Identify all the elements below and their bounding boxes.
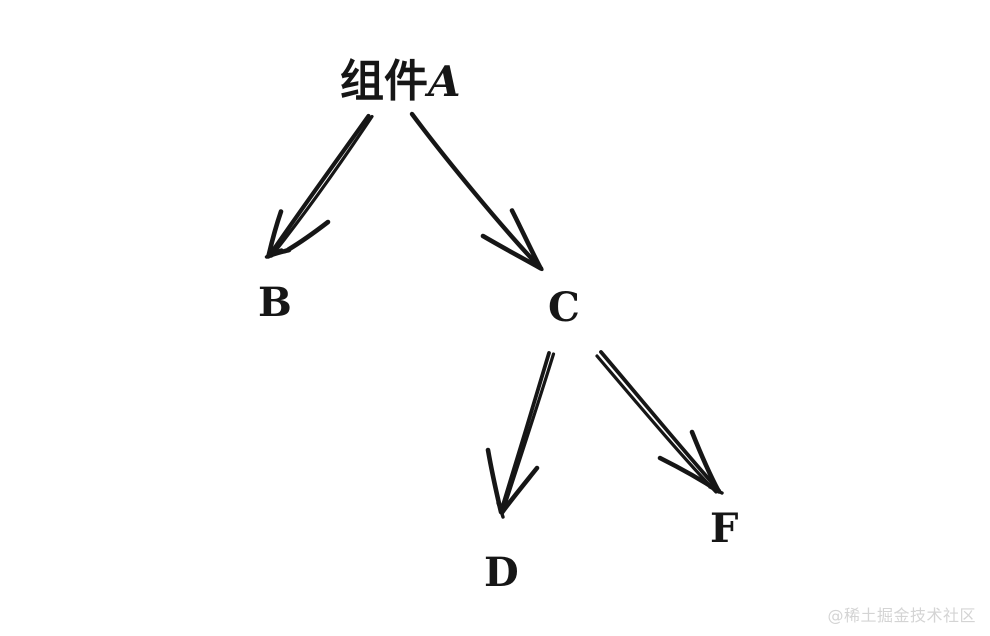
node-label-c-text: C: [548, 284, 580, 331]
node-label-c: C: [548, 288, 580, 328]
edge-c-to-d: [485, 351, 556, 519]
edge-a-to-b-arrowhead-barb-2: [266, 209, 284, 259]
node-label-a-latin: A: [428, 57, 461, 106]
edge-a-to-b-arrowhead-barb-1: [286, 219, 331, 252]
edge-c-to-d-shaft-1: [499, 351, 551, 514]
node-label-b: B: [258, 283, 292, 323]
edge-c-to-f-arrowhead-tip: [708, 485, 724, 495]
node-label-d-text: D: [484, 549, 519, 596]
node-label-b-text: B: [258, 279, 292, 326]
edge-c-to-f-shaft-2: [595, 354, 718, 494]
edge-a-to-c-arrowhead-tip: [534, 260, 544, 272]
node-label-f-text: F: [710, 505, 739, 552]
node-label-f: F: [710, 509, 738, 549]
edge-a-to-b: [264, 113, 374, 259]
edge-a-to-b-arrowhead-tip: [264, 248, 284, 259]
watermark: @稀土掘金技术社区: [827, 606, 976, 625]
edge-c-to-f: [595, 350, 724, 495]
edge-c-to-d-arrowhead-barb-2: [499, 465, 540, 515]
edge-c-to-d-arrowhead-tip: [496, 501, 505, 519]
node-label-d: D: [484, 553, 519, 593]
edge-c-to-d-shaft-2: [500, 352, 556, 515]
node-label-a-text: 组件A: [340, 56, 461, 107]
node-label-a: 组件A: [340, 60, 461, 104]
edge-a-to-b-shaft-2: [269, 114, 374, 258]
edge-c-to-f-arrowhead-barb-1: [689, 429, 721, 494]
edge-c-to-f-shaft-1: [599, 350, 721, 493]
edge-a-to-c: [409, 111, 544, 272]
edge-a-to-b-shaft-1: [267, 113, 371, 258]
edge-a-to-c-arrowhead-barb-2: [480, 233, 544, 271]
edge-a-to-c-shaft-1: [409, 111, 543, 271]
